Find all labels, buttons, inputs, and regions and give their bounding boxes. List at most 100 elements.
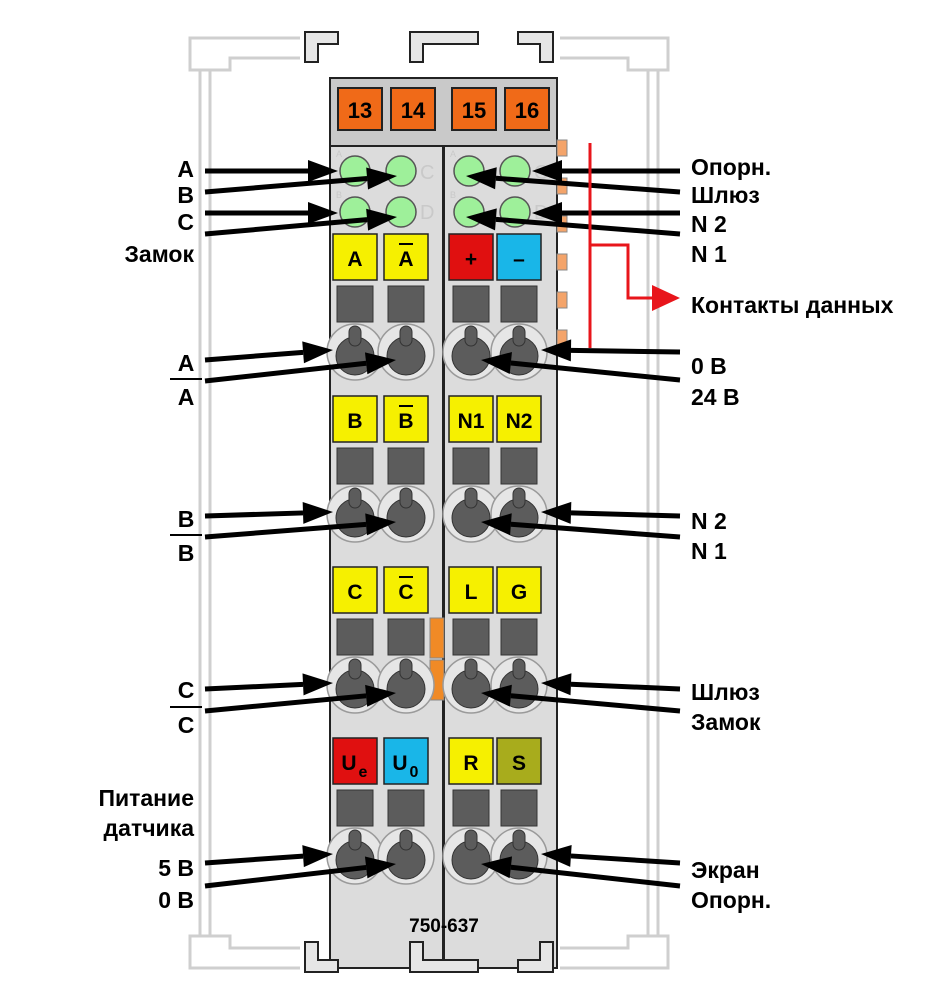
pin-label-text: –: [513, 248, 525, 271]
led-ghost-a: A: [336, 149, 342, 159]
signal-arrow-head: [532, 160, 562, 182]
signal-arrow-shaft: [510, 693, 681, 714]
pin-label-text: U: [392, 752, 407, 775]
terminal-13: [337, 87, 383, 131]
signal-arrow-head: [366, 167, 397, 190]
signal-arrow-head: [366, 208, 397, 231]
signal-arrow-shaft: [204, 175, 368, 195]
release-button: [387, 618, 425, 656]
signal-arrow-shaft: [204, 360, 367, 384]
release-button: [500, 618, 538, 656]
right-label-0v: 0 В: [691, 353, 727, 379]
signal-arrow-shaft: [204, 349, 304, 363]
clamp-slot: [348, 658, 362, 680]
signal-arrow-head: [302, 673, 333, 696]
signal-arrow-head: [302, 845, 333, 868]
left-label-sensor-power-1: Питание: [98, 785, 194, 811]
led-ghost-a2: A: [450, 149, 456, 159]
left-label-5v: 5 В: [158, 855, 194, 881]
pin-label-box: [332, 233, 378, 281]
terminal-15-label: 15: [462, 98, 486, 123]
right-label-data-contacts: Контакты данных: [691, 292, 894, 318]
led-ghost-b: B: [336, 190, 342, 200]
release-button: [452, 447, 490, 485]
left-label-led-b: B: [177, 182, 194, 208]
right-label-n2-b: N 2: [691, 508, 727, 534]
signal-arrow-head: [541, 339, 572, 362]
clamp-slot: [348, 829, 362, 851]
left-label-sensor-power-2: датчика: [104, 815, 195, 841]
pin-label-box: [383, 395, 429, 443]
right-label-opor-2: Опорн.: [691, 887, 771, 913]
signal-arrow-head: [365, 513, 396, 536]
signal-arrow-head: [308, 202, 338, 224]
signal-arrow-shaft: [495, 216, 681, 237]
pin-label-text: R: [463, 752, 478, 775]
signal-arrow-head: [302, 341, 333, 364]
left-label-b-den: B: [178, 540, 195, 566]
right-label-shluz-1: Шлюз: [691, 182, 760, 208]
right-label-zamok: Замок: [691, 709, 761, 735]
release-button: [500, 285, 538, 323]
signal-arrow-shaft: [510, 521, 681, 540]
release-button: [336, 618, 374, 656]
release-button: [387, 285, 425, 323]
terminal-13-label: 13: [348, 98, 372, 123]
release-button: [500, 447, 538, 485]
pin-label-box: [448, 566, 494, 614]
pin-label-text: N2: [506, 410, 533, 433]
left-label-led-a: A: [177, 156, 194, 182]
right-label-24v: 24 В: [691, 384, 740, 410]
signal-arrows: [204, 160, 681, 889]
signal-arrow-head: [541, 844, 572, 867]
pin-label-box: [383, 566, 429, 614]
signal-arrow-head: [541, 501, 572, 524]
right-labels: Опорн. Шлюз N 2 N 1 Контакты данных 0 В …: [691, 154, 894, 913]
status-leds: A C B D A C B D: [336, 149, 548, 228]
led-ghost-d: D: [420, 202, 434, 224]
signal-arrow-shaft: [510, 864, 681, 889]
signal-arrow-head: [308, 160, 338, 182]
module-id: 750-637: [409, 916, 479, 937]
terminal-15: [451, 87, 497, 131]
left-label-led-c: C: [177, 209, 194, 235]
release-button: [452, 618, 490, 656]
signal-arrow-head: [541, 673, 572, 696]
pin-label-box: [383, 737, 429, 785]
signal-arrow-head: [302, 501, 333, 524]
release-button: [387, 789, 425, 827]
right-label-shluz-2: Шлюз: [691, 679, 760, 705]
pin-label-text: C: [347, 581, 362, 604]
right-label-n1-a: N 1: [691, 241, 727, 267]
signal-arrow-shaft: [510, 360, 681, 383]
release-button: [387, 447, 425, 485]
left-label-c-num: C: [178, 677, 195, 703]
clamp-slot: [464, 325, 478, 347]
clamp-slot: [512, 658, 526, 680]
pin-label-text: C: [398, 581, 413, 604]
data-contacts-arrowhead: [652, 285, 680, 311]
signal-arrow-head: [481, 856, 513, 879]
pin-label-box: [496, 737, 542, 785]
led-d: [385, 196, 417, 228]
led-c: [385, 155, 417, 187]
clamp-slot: [512, 325, 526, 347]
terminal-14-label: 14: [401, 98, 426, 123]
clamp-slot: [464, 487, 478, 509]
led-ghost-b2: B: [450, 190, 456, 200]
clamp-slot: [399, 325, 413, 347]
pin-label-box: [448, 395, 494, 443]
pin-label-text: L: [465, 581, 478, 604]
data-contacts-indicator: [588, 143, 655, 348]
pin-label-box: [448, 233, 494, 281]
terminal-16: [504, 87, 550, 131]
left-label-zamok: Замок: [125, 241, 195, 267]
right-label-n2-a: N 2: [691, 211, 727, 237]
left-label-b-num: B: [178, 506, 195, 532]
clamp-slot: [464, 658, 478, 680]
left-label-a-num: A: [178, 350, 195, 376]
clamp-slot: [399, 829, 413, 851]
clamp-slot: [399, 658, 413, 680]
signal-arrow-shaft: [570, 347, 681, 355]
